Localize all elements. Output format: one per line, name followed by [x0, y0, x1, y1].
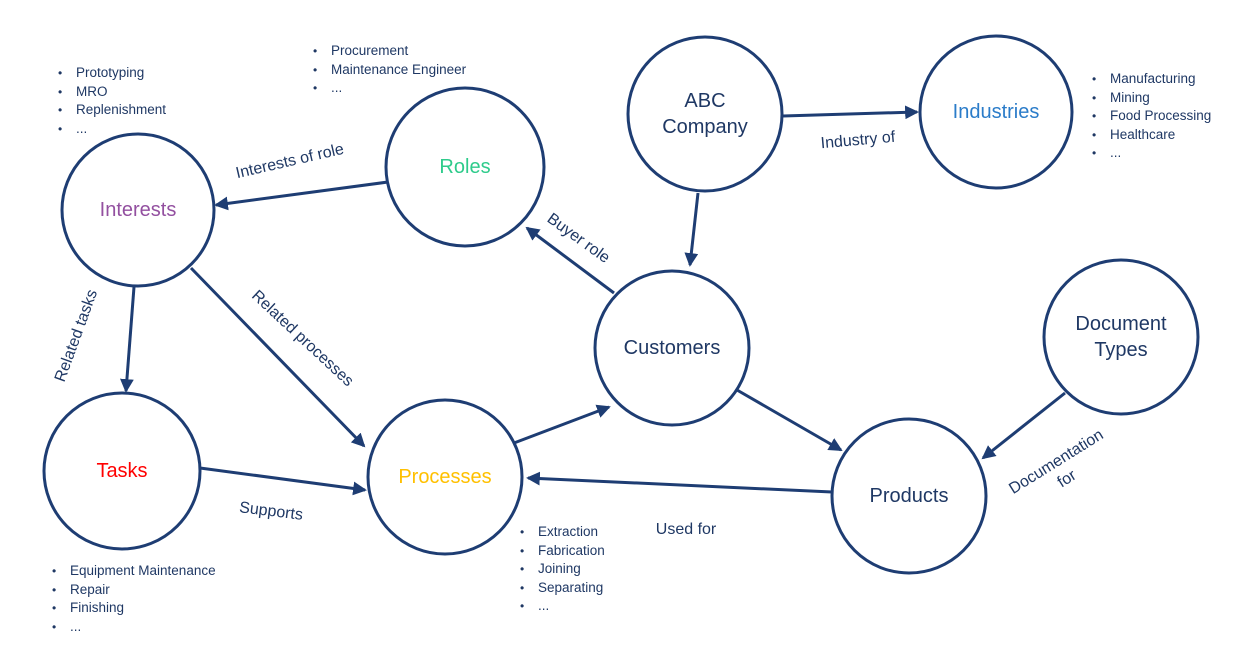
edge-doctypes-products [981, 391, 1066, 460]
list-item: •Prototyping [58, 64, 166, 83]
edge-processes-customers [513, 404, 611, 445]
bullet-icon: • [58, 66, 63, 80]
bullet-icon: • [520, 543, 525, 558]
bullet-icon: • [58, 103, 63, 117]
node-tasks-circle [42, 391, 202, 551]
list-item: •Repair [52, 581, 216, 600]
node-label-processes: Processes [398, 466, 492, 488]
tasks-examples-list: •Equipment Maintenance •Repair •Finishin… [52, 562, 216, 636]
node-industries-circle [918, 34, 1074, 190]
node-roles-circle [384, 86, 546, 248]
bullet-icon: • [52, 564, 57, 578]
edge-products-processes [526, 471, 833, 494]
node-label-roles: Roles [439, 156, 491, 178]
list-item: •... [313, 79, 466, 98]
list-item: •Manufacturing [1092, 70, 1211, 89]
list-item: •Healthcare [1092, 126, 1211, 145]
list-item: •... [52, 618, 216, 637]
node-customers-circle [593, 269, 751, 427]
roles-examples-list: •Procurement •Maintenance Engineer •... [313, 42, 466, 98]
list-item: •... [1092, 144, 1211, 163]
node-products-circle [830, 417, 988, 575]
bullet-icon: • [58, 121, 63, 136]
list-item: •Maintenance Engineer [313, 61, 466, 80]
list-item: •Equipment Maintenance [52, 562, 216, 581]
node-label-abc-company: ABC Company [662, 90, 748, 138]
bullet-icon: • [1092, 127, 1097, 142]
node-label-interests: Interests [99, 199, 177, 221]
edge-abc-customers [684, 192, 700, 267]
bullet-icon: • [520, 580, 525, 595]
edge-tasks-processes [199, 466, 367, 496]
list-item: •Finishing [52, 599, 216, 618]
processes-examples-list: •Extraction •Fabrication •Joining •Separ… [520, 523, 605, 616]
node-label-industries: Industries [952, 101, 1040, 123]
bullet-icon: • [52, 601, 57, 615]
bullet-icon: • [520, 525, 525, 539]
edge-customers-roles [525, 226, 615, 295]
list-item: •... [58, 120, 166, 139]
bullet-icon: • [58, 84, 63, 99]
node-processes-circle [366, 398, 524, 556]
list-item: •Mining [1092, 89, 1211, 108]
industries-examples-list: •Manufacturing •Mining •Food Processing … [1092, 70, 1211, 163]
edge-roles-interests [214, 180, 389, 211]
node-label-document-types: Document Types [1075, 313, 1167, 361]
node-label-tasks: Tasks [96, 460, 148, 482]
bullet-icon: • [1092, 146, 1097, 160]
edge-label-used-for: Used for [655, 521, 717, 538]
node-interests-circle [60, 132, 216, 288]
bullet-icon: • [313, 62, 318, 77]
list-item: •Joining [520, 560, 605, 579]
list-item: •Procurement [313, 42, 466, 61]
bullet-icon: • [1092, 72, 1097, 86]
bullet-icon: • [520, 562, 525, 576]
edge-interests-processes [189, 266, 366, 448]
list-item: •Fabrication [520, 542, 605, 561]
edge-abc-industries [782, 105, 919, 120]
bullet-icon: • [520, 599, 525, 613]
edge-customers-products [736, 388, 843, 452]
list-item: •Replenishment [58, 101, 166, 120]
list-item: •Extraction [520, 523, 605, 542]
bullet-icon: • [313, 81, 318, 95]
node-document-types-circle [1042, 258, 1200, 416]
edge-interests-tasks [120, 286, 136, 393]
list-item: •Separating [520, 579, 605, 598]
bullet-icon: • [52, 619, 57, 634]
list-item: •MRO [58, 83, 166, 102]
bullet-icon: • [1092, 90, 1097, 105]
interests-examples-list: •Prototyping •MRO •Replenishment •... [58, 64, 166, 138]
node-label-customers: Customers [623, 337, 721, 359]
list-item: •Food Processing [1092, 107, 1211, 126]
list-item: •... [520, 597, 605, 616]
bullet-icon: • [313, 44, 318, 58]
node-label-products: Products [869, 485, 949, 507]
node-abc-company-circle [626, 35, 784, 193]
bullet-icon: • [52, 582, 57, 597]
bullet-icon: • [1092, 109, 1097, 123]
